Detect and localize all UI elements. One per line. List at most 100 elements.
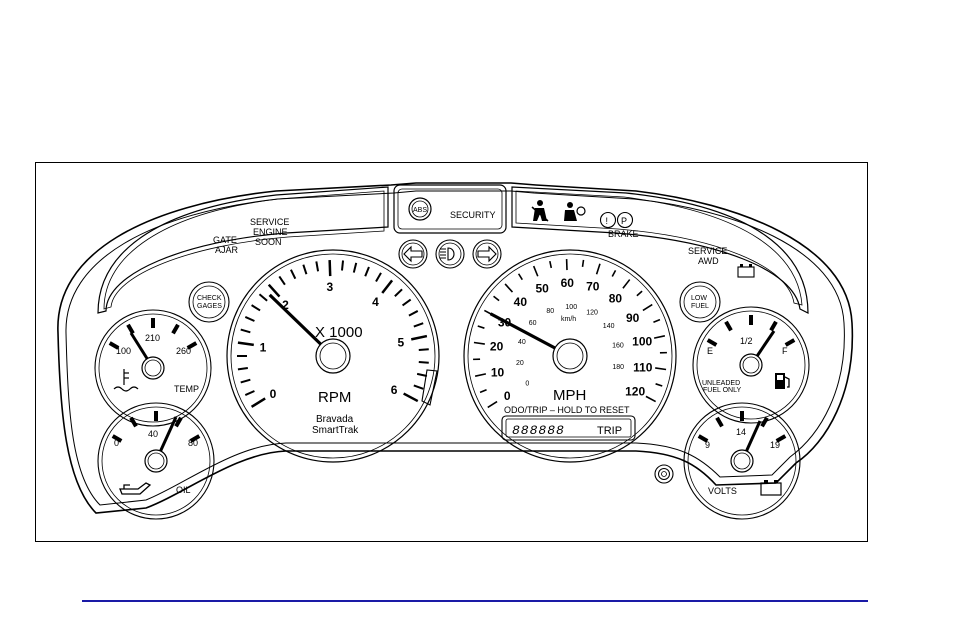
tach-tick (375, 272, 382, 283)
tach-brand-2: SmartTrak (312, 425, 359, 436)
coolant-temp-icon (113, 369, 139, 392)
svg-text:LOW: LOW (691, 295, 707, 302)
tach-tick (290, 269, 297, 280)
mph-tick-label-0: 0 (504, 389, 511, 403)
oil-gauge: 0 40 80 OIL (97, 402, 215, 520)
oil-label: OIL (176, 485, 191, 495)
speedometer: 0102030405060708090100110120 02040608010… (463, 249, 677, 463)
fuel-gauge: E 1/2 F UNLEADED FUEL ONLY (692, 306, 810, 424)
tach-tick (418, 348, 429, 351)
battery-icon (760, 480, 782, 496)
volts-tick-9: 9 (705, 440, 710, 450)
tach-tick (416, 372, 428, 377)
gauge-tick (189, 434, 201, 443)
tach-tick (237, 366, 248, 371)
page-bottom-rule (82, 600, 868, 602)
kmh-tick-label-180: 180 (612, 364, 624, 371)
gauge-tick (706, 338, 718, 347)
abs-icon: ABS (408, 197, 432, 221)
mph-tick-label-40: 40 (514, 295, 528, 309)
tach-tick (340, 260, 345, 271)
kmh-tick-label-60: 60 (529, 320, 537, 327)
tach-tick (328, 260, 332, 277)
tach-unit: X 1000 (315, 324, 363, 341)
oil-tick-40: 40 (148, 429, 158, 439)
service-engine-label-2: ENGINE (253, 227, 288, 237)
tach-tick (413, 384, 424, 390)
mph-tick-label-60: 60 (561, 276, 575, 290)
kmh-tick-label-120: 120 (586, 310, 598, 317)
airbag-icon (564, 202, 586, 221)
temp-gauge: 100 210 260 TEMP (94, 309, 212, 427)
oil-tick-80: 80 (188, 438, 198, 448)
security-label: SECURITY (450, 210, 496, 220)
temp-label: TEMP (174, 384, 199, 394)
gauge-tick (760, 416, 769, 428)
trip-reset-knob[interactable] (654, 464, 674, 484)
brake-warning-icon: ! P (599, 211, 634, 229)
mph-tick-label-50: 50 (535, 281, 549, 295)
svg-text:!: ! (606, 216, 609, 226)
speed-tick (655, 383, 663, 387)
svg-text:ABS: ABS (413, 207, 427, 214)
speed-tick (622, 279, 631, 289)
mph-tick-label-70: 70 (586, 280, 600, 294)
tach-tick (258, 293, 268, 302)
tach-tick (251, 304, 261, 312)
right-indicator-band (511, 186, 809, 314)
gauge-tick (108, 341, 120, 350)
kmh-tick-label-100: 100 (565, 304, 577, 311)
brake-label: BRAKE (608, 229, 639, 239)
instrument-cluster: GATE AJAR SERVICE ENGINE SOON ABS SECURI… (57, 182, 854, 520)
gate-ajar-label-1: GATE (213, 235, 237, 245)
tach-tick (401, 298, 412, 307)
odo-caption: ODO/TRIP – HOLD TO RESET (504, 405, 630, 415)
speed-tick (504, 283, 514, 293)
tach-redline-zone (421, 369, 438, 406)
low-fuel-indicator: LOW FUEL (679, 281, 721, 323)
fuel-note-1: UNLEADED (702, 380, 740, 387)
gauge-tick (769, 320, 778, 332)
temp-tick-100: 100 (116, 346, 131, 356)
gate-ajar-label-2: AJAR (215, 245, 239, 255)
tach-tick (244, 316, 255, 322)
speedo-label: MPH (553, 387, 586, 404)
mph-tick-label-100: 100 (632, 335, 652, 349)
mph-tick-label-10: 10 (491, 365, 505, 379)
tach-tick (244, 390, 255, 396)
tach-tick (352, 262, 358, 273)
kmh-tick-label-80: 80 (546, 308, 554, 315)
gauge-tick (174, 416, 183, 428)
oil-tick-0: 0 (114, 438, 119, 448)
fuel-pump-icon (775, 373, 790, 389)
tach-tick (240, 328, 251, 334)
fuel-tick-half: 1/2 (740, 336, 753, 346)
kmh-tick-label-160: 160 (612, 343, 624, 350)
tach-label: RPM (318, 389, 351, 406)
gauge-tick (784, 338, 796, 347)
speed-tick (493, 295, 500, 302)
temp-tick-260: 260 (176, 346, 191, 356)
speed-tick (636, 290, 643, 297)
volts-label: VOLTS (708, 486, 737, 496)
tach-tick (278, 275, 286, 286)
kmh-unit: km/h (561, 316, 576, 323)
high-beam-icon (435, 239, 465, 269)
tach-tick (381, 279, 394, 294)
speed-tick (549, 260, 553, 269)
mph-tick-label-80: 80 (609, 292, 623, 306)
speed-tick (487, 400, 498, 409)
svg-text:FUEL: FUEL (691, 303, 709, 310)
odometer-digits: 888888 (512, 423, 565, 438)
gauge-tick (775, 434, 787, 443)
tach-tick (394, 288, 403, 297)
tach-tick (413, 322, 424, 328)
tach-tick-label-2: 2 (282, 298, 289, 312)
tach-tick-label-6: 6 (391, 383, 398, 397)
tach-tick (410, 334, 428, 341)
speed-tick (477, 325, 485, 329)
tach-tick (250, 397, 266, 408)
svg-text:P: P (621, 216, 627, 226)
center-indicator-box (393, 184, 507, 234)
